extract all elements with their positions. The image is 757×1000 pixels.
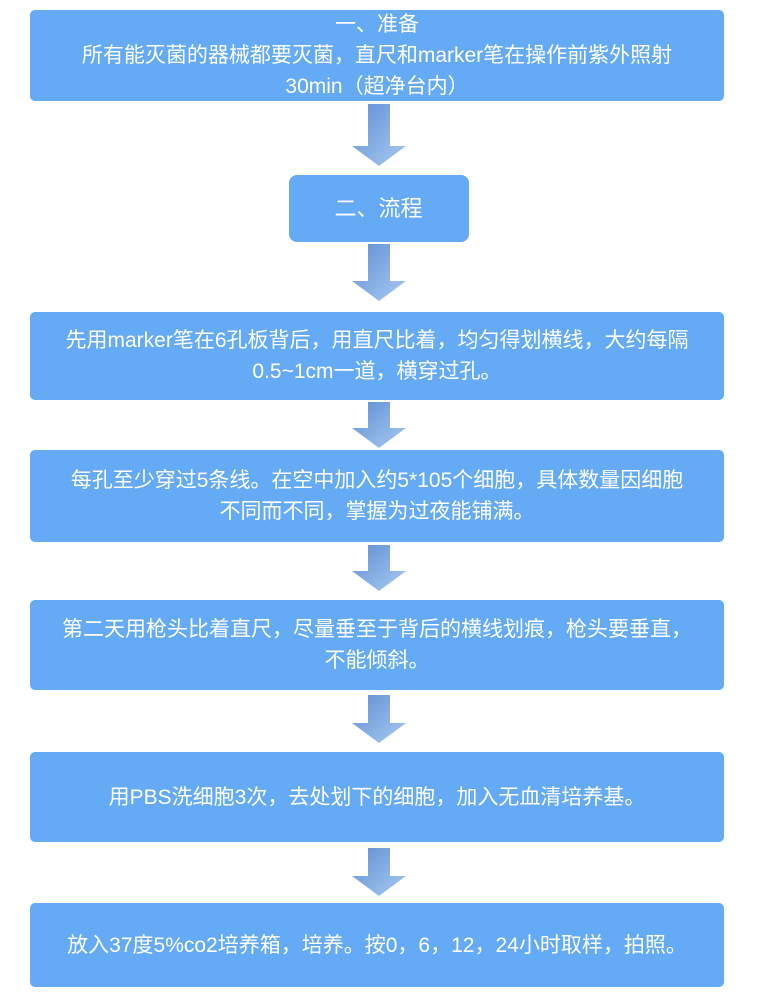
flow-box-text-line: 二、流程: [334, 196, 423, 221]
down-arrow-icon: [351, 695, 406, 743]
flow-box-scratch: 第二天用枪头比着直尺，尽量垂至于背后的横线划痕，枪头要垂直， 不能倾斜。: [30, 600, 724, 690]
down-arrow-icon: [351, 402, 406, 448]
flow-box-text-line: 0.5~1cm一道，横穿过孔。: [252, 360, 502, 383]
flow-box-prepare: 一、准备 所有能灭菌的器械都要灭菌，直尺和marker笔在操作前紫外照射 30m…: [30, 10, 724, 101]
flow-box-text-line: 放入37度5%co2培养箱，培养。按0，6，12，24小时取样，拍照。: [67, 933, 687, 957]
flow-box-seed-cells: 每孔至少穿过5条线。在空中加入约5*105个细胞，具体数量因细胞 不同而不同，掌…: [30, 450, 724, 542]
flow-box-text-line: 一、准备: [335, 13, 419, 36]
down-arrow-icon: [351, 848, 406, 896]
flow-box-text-line: 不能倾斜。: [324, 649, 430, 672]
flow-box-text-line: 所有能灭菌的器械都要灭菌，直尺和marker笔在操作前紫外照射: [81, 44, 673, 67]
flow-box-text-line: 30min（超净台内）: [285, 75, 469, 98]
down-arrow-icon: [351, 244, 406, 301]
flow-box-incubate: 放入37度5%co2培养箱，培养。按0，6，12，24小时取样，拍照。: [30, 903, 724, 987]
flow-box-text-line: 第二天用枪头比着直尺，尽量垂至于背后的横线划痕，枪头要垂直，: [62, 618, 692, 641]
down-arrow-icon: [351, 545, 406, 591]
down-arrow-icon: [351, 104, 406, 166]
flow-box-text-line: 不同而不同，掌握为过夜能铺满。: [219, 500, 535, 523]
flow-box-text-line: 用PBS洗细胞3次，去处划下的细胞，加入无血清培养基。: [108, 785, 646, 809]
flow-box-text-line: 先用marker笔在6孔板背后，用直尺比着，均匀得划横线，大约每隔: [65, 329, 689, 352]
flow-box-text-line: 每孔至少穿过5条线。在空中加入约5*105个细胞，具体数量因细胞: [70, 469, 684, 492]
flow-box-wash: 用PBS洗细胞3次，去处划下的细胞，加入无血清培养基。: [30, 752, 724, 842]
flow-box-draw-lines: 先用marker笔在6孔板背后，用直尺比着，均匀得划横线，大约每隔 0.5~1c…: [30, 312, 724, 400]
flow-box-process-title: 二、流程: [288, 175, 469, 242]
